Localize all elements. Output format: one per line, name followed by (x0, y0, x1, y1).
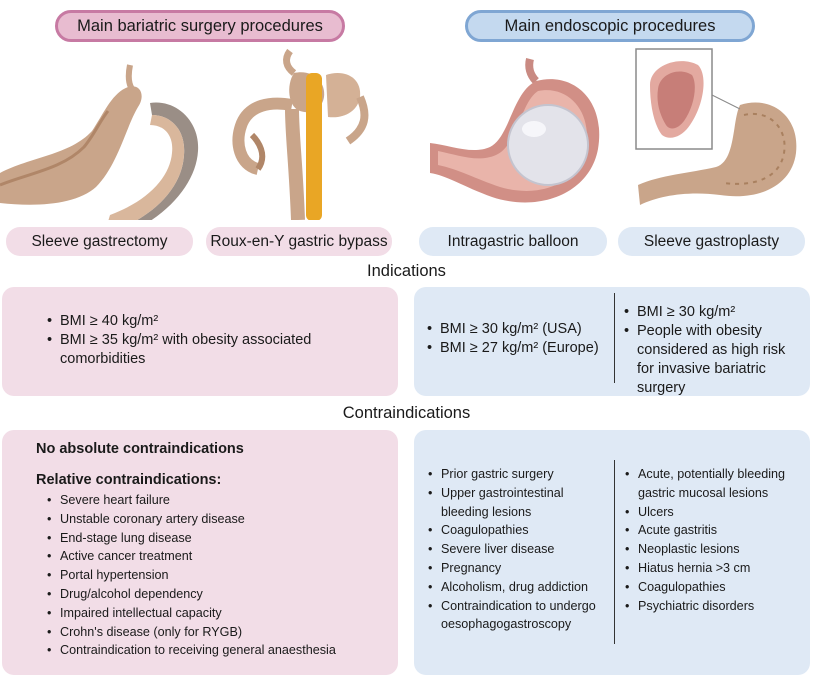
list-item: Neoplastic lesions (624, 540, 804, 559)
list-item: Acute, potentially bleeding gastric muco… (624, 465, 804, 503)
balloon-indications-list: BMI ≥ 30 kg/m² (USA) BMI ≥ 27 kg/m² (Eur… (426, 320, 616, 358)
endoscopic-indications-panel: BMI ≥ 30 kg/m² (USA) BMI ≥ 27 kg/m² (Eur… (414, 287, 810, 396)
surgery-procedures-header: Main bariatric surgery procedures (55, 10, 345, 42)
list-item: Drug/alcohol dependency (46, 585, 391, 604)
procedure-intragastric-balloon: Intragastric balloon (419, 227, 607, 256)
list-item: Ulcers (624, 503, 804, 522)
list-item: BMI ≥ 40 kg/m² (46, 312, 376, 331)
list-item: Contraindication to receiving general an… (46, 641, 391, 660)
list-item: Impaired intellectual capacity (46, 604, 391, 623)
column-divider (614, 293, 615, 383)
endoscopic-contraindications-list-left: Prior gastric surgery Upper gastrointest… (427, 465, 607, 634)
list-item: Severe heart failure (46, 491, 391, 510)
list-item: Hiatus hernia >3 cm (624, 559, 804, 578)
gastroplasty-indications-list: BMI ≥ 30 kg/m² People with obesity consi… (623, 303, 803, 398)
intragastric-balloon-illustration (430, 45, 612, 220)
list-item: Active cancer treatment (46, 547, 391, 566)
list-item: Acute gastritis (624, 521, 804, 540)
list-item: Severe liver disease (427, 540, 607, 559)
column-divider (614, 460, 615, 644)
gastric-bypass-illustration (228, 45, 396, 220)
list-item: Coagulopathies (427, 521, 607, 540)
list-item: Contraindication to undergo oesophagogas… (427, 597, 607, 635)
list-item: Unstable coronary artery disease (46, 510, 391, 529)
indications-title: Indications (367, 262, 446, 280)
surgery-contraindications-panel: No absolute contraindications Relative c… (2, 430, 398, 675)
list-item: Prior gastric surgery (427, 465, 607, 484)
list-item: Pregnancy (427, 559, 607, 578)
list-item: Crohn's disease (only for RYGB) (46, 623, 391, 642)
list-item: Upper gastrointestinal bleeding lesions (427, 484, 607, 522)
surgery-indications-panel: BMI ≥ 40 kg/m² BMI ≥ 35 kg/m² with obesi… (2, 287, 398, 396)
list-item: People with obesity considered as high r… (623, 322, 803, 398)
list-item: End-stage lung disease (46, 529, 391, 548)
procedure-sleeve-gastrectomy: Sleeve gastrectomy (6, 227, 193, 256)
list-item: Alcoholism, drug addiction (427, 578, 607, 597)
procedure-sleeve-gastroplasty: Sleeve gastroplasty (618, 227, 805, 256)
endoscopic-contraindications-panel: Prior gastric surgery Upper gastrointest… (414, 430, 810, 675)
sleeve-gastrectomy-illustration (0, 45, 210, 220)
list-item: Coagulopathies (624, 578, 804, 597)
list-item: Psychiatric disorders (624, 597, 804, 616)
list-item: BMI ≥ 30 kg/m² (USA) (426, 320, 616, 339)
relative-contraindications-label: Relative contraindications: (36, 472, 222, 488)
relative-contraindications-list: Severe heart failure Unstable coronary a… (46, 491, 391, 660)
surgery-indications-list: BMI ≥ 40 kg/m² BMI ≥ 35 kg/m² with obesi… (46, 312, 376, 369)
endoscopic-contraindications-list-right: Acute, potentially bleeding gastric muco… (624, 465, 804, 615)
contraindications-title: Contraindications (342, 404, 471, 422)
list-item: BMI ≥ 30 kg/m² (623, 303, 803, 322)
list-item: Portal hypertension (46, 566, 391, 585)
procedure-gastric-bypass: Roux-en-Y gastric bypass (206, 227, 392, 256)
list-item: BMI ≥ 35 kg/m² with obesity associated c… (46, 331, 376, 369)
absolute-contraindications-label: No absolute contraindications (36, 441, 244, 457)
list-item: BMI ≥ 27 kg/m² (Europe) (426, 339, 616, 358)
sleeve-gastroplasty-illustration (620, 45, 810, 220)
endoscopic-procedures-header: Main endoscopic procedures (465, 10, 755, 42)
